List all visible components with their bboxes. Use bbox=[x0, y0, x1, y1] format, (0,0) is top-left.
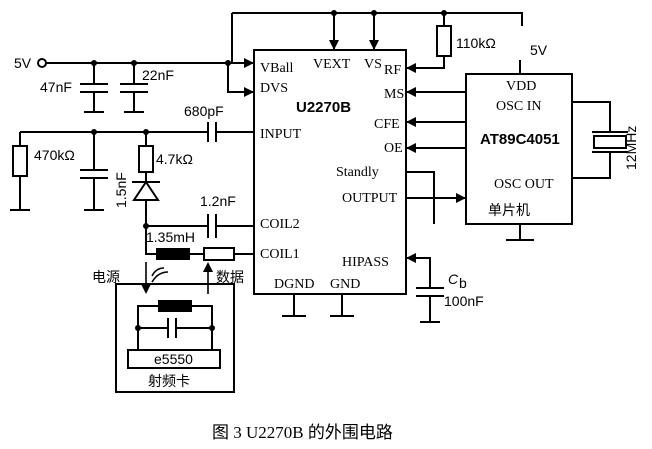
card-antenna-circuit bbox=[135, 300, 215, 350]
cb-value-label: 100nF bbox=[444, 293, 484, 309]
r110k-label: 110kΩ bbox=[456, 35, 496, 51]
pin-standby: Standly bbox=[336, 165, 379, 180]
capacitor-22nf bbox=[120, 63, 148, 113]
pin-output: OUTPUT bbox=[342, 191, 398, 206]
arrow-icon bbox=[329, 40, 339, 50]
arrow-icon bbox=[406, 117, 416, 127]
pin-vbatt: VBall bbox=[260, 61, 294, 76]
pin-vext: VEXT bbox=[313, 57, 351, 72]
pin-dvs: DVS bbox=[260, 81, 288, 96]
supply-label: 5V bbox=[14, 55, 32, 71]
pin-cfe: CFE bbox=[374, 117, 400, 132]
u2270b-label: U2270B bbox=[296, 99, 351, 116]
card-chip bbox=[127, 349, 221, 369]
arrow-icon bbox=[406, 63, 416, 73]
r4-7k-label: 4.7kΩ bbox=[156, 151, 193, 167]
c47-label: 47nF bbox=[40, 79, 72, 95]
resistor-470k bbox=[10, 132, 30, 211]
capacitor-680pf bbox=[207, 122, 254, 142]
dgnd-ground-symbol bbox=[282, 294, 306, 317]
cb-label-sub: b bbox=[459, 275, 467, 291]
arrow-icon bbox=[456, 193, 466, 203]
arrow-icon bbox=[244, 87, 254, 97]
crystal-label: 12MHz bbox=[623, 126, 639, 170]
pin-oe: OE bbox=[384, 141, 403, 156]
c22-label: 22nF bbox=[142, 67, 174, 83]
capacitor-cb bbox=[406, 257, 444, 323]
resistor-110k bbox=[406, 13, 452, 69]
pin-ms: MS bbox=[384, 87, 404, 102]
pin-rf: RF bbox=[384, 63, 401, 78]
vext-loop-wire bbox=[232, 12, 523, 26]
capacitor-1-2nf bbox=[207, 214, 254, 238]
mcu-label: AT89C4051 bbox=[480, 131, 560, 148]
arrow-icon bbox=[406, 253, 416, 263]
c1-5-label: 1.5nF bbox=[113, 172, 129, 208]
u2270b-chip bbox=[253, 49, 407, 295]
arrow-icon bbox=[406, 87, 416, 97]
resistor-4-7k bbox=[138, 132, 154, 182]
data-arrow-icon bbox=[203, 262, 213, 272]
pin-input: INPUT bbox=[260, 127, 302, 142]
pin-coil2: COIL2 bbox=[260, 217, 300, 232]
coil-loop-wire bbox=[145, 226, 156, 255]
standby-wire bbox=[406, 171, 435, 224]
antenna-coil bbox=[156, 248, 190, 260]
mcu-pin-osc-in: OSC IN bbox=[496, 99, 542, 114]
mcu-ground-symbol bbox=[506, 224, 534, 241]
mcu-pin-vdd: VDD bbox=[506, 79, 536, 94]
junction-dot bbox=[371, 10, 377, 16]
supply-terminal bbox=[37, 58, 47, 68]
l1-35-label: 1.35mH bbox=[146, 229, 195, 245]
card-name-label: 射频卡 bbox=[148, 373, 190, 389]
power-arrow-icon bbox=[141, 284, 151, 294]
diode bbox=[132, 180, 160, 226]
pin-vs: VS bbox=[364, 57, 382, 72]
arrow-icon bbox=[244, 58, 254, 68]
junction-dot bbox=[331, 10, 337, 16]
arrow-icon bbox=[369, 40, 379, 50]
coil1-resistor bbox=[203, 247, 235, 261]
c680-label: 680pF bbox=[184, 103, 224, 119]
wireless-signal-icon bbox=[151, 267, 169, 283]
pin-coil1: COIL1 bbox=[260, 247, 300, 262]
r470k-label: 470kΩ bbox=[34, 147, 75, 163]
capacitor-1-5nf bbox=[80, 132, 108, 211]
mcu-supply-label: 5V bbox=[530, 42, 548, 58]
crystal bbox=[572, 101, 628, 179]
c1-2-label: 1.2nF bbox=[200, 193, 236, 209]
card-power-label: 电源 bbox=[92, 269, 120, 285]
pin-gnd: GND bbox=[330, 277, 360, 292]
figure-caption: 图 3 U2270B 的外围电路 bbox=[212, 423, 393, 442]
mcu-chip bbox=[465, 73, 573, 225]
card-data-label: 数据 bbox=[216, 269, 244, 285]
capacitor-47nf bbox=[80, 63, 108, 113]
pin-hipass: HIPASS bbox=[342, 255, 389, 270]
arrow-icon bbox=[406, 143, 416, 153]
gnd-ground-symbol bbox=[330, 294, 354, 317]
cb-label: C bbox=[448, 271, 459, 287]
mcu-pin-osc-out: OSC OUT bbox=[494, 177, 554, 192]
pin-dgnd: DGND bbox=[274, 277, 314, 292]
card-chip-label: e5550 bbox=[154, 351, 193, 367]
mcu-subtitle: 单片机 bbox=[488, 202, 530, 218]
